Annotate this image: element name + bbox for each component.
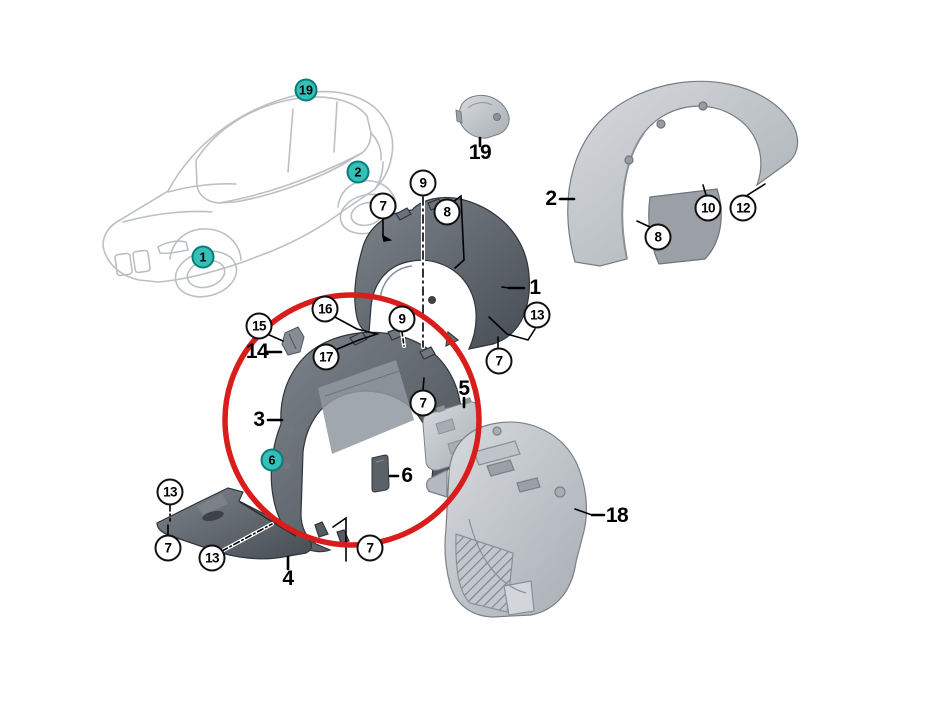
part-label-18: 18 [605,504,629,527]
part-label-3: 3 [253,408,265,431]
teal-marker-1[interactable]: 1 [191,245,215,269]
callout-9-part3[interactable]: 9 [388,305,416,333]
teal-marker-6[interactable]: 6 [260,448,284,472]
part-label-14: 14 [245,340,269,363]
callout-8-part1[interactable]: 8 [433,198,461,226]
part-18-drawing [425,421,588,618]
part-3-drawing [270,327,462,553]
part-2-drawing [567,80,799,267]
part-4-drawing [156,487,313,560]
callout-7-part4[interactable]: 7 [154,534,182,562]
part-6-drawing [371,454,390,493]
callout-17[interactable]: 17 [312,343,340,371]
callout-7-part1-bottom[interactable]: 7 [485,347,513,375]
callout-7-part3-bottom[interactable]: 7 [356,534,384,562]
teal-marker-19[interactable]: 19 [294,78,318,102]
callout-7-part3-right[interactable]: 7 [409,389,437,417]
part-19-drawing [455,94,510,139]
callout-13-part1[interactable]: 13 [523,301,551,329]
callout-13-part4-left[interactable]: 13 [156,478,184,506]
part-label-5: 5 [458,377,470,400]
highlight-circle [222,292,482,548]
callout-12-part2[interactable]: 12 [729,194,757,222]
part-label-4: 4 [282,567,294,590]
callout-9-part1[interactable]: 9 [409,169,437,197]
teal-marker-2[interactable]: 2 [346,160,370,184]
callout-8-part2[interactable]: 8 [644,223,672,251]
callout-15[interactable]: 15 [245,312,273,340]
callout-7-part1-left[interactable]: 7 [369,192,397,220]
part-label-19: 19 [468,141,492,164]
callout-13-part4-mid[interactable]: 13 [198,544,226,572]
car-outline-drawing [102,90,397,298]
clip-14-drawing [281,326,305,356]
part-label-2: 2 [545,187,557,210]
leader-lines [167,136,766,571]
callout-16[interactable]: 16 [311,295,339,323]
part-label-6: 6 [401,464,413,487]
callout-10-part2[interactable]: 10 [694,194,722,222]
part-label-1: 1 [529,276,541,299]
